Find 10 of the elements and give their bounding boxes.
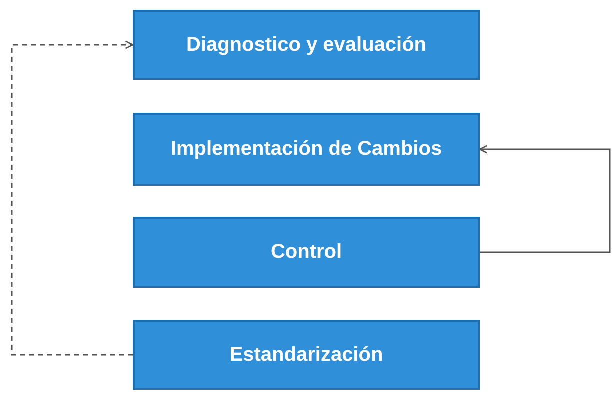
process-box — [133, 320, 480, 390]
process-box — [133, 217, 480, 288]
process-box — [133, 10, 480, 80]
box-label: Estandarización — [228, 342, 384, 368]
box-label: Diagnostico y evaluación — [185, 32, 428, 58]
dashed-arrow — [11, 40, 134, 356]
box-label: Control — [270, 240, 344, 265]
box-label: Implementación de Cambios — [170, 137, 444, 162]
arrow — [479, 145, 611, 254]
process-box — [133, 113, 480, 186]
